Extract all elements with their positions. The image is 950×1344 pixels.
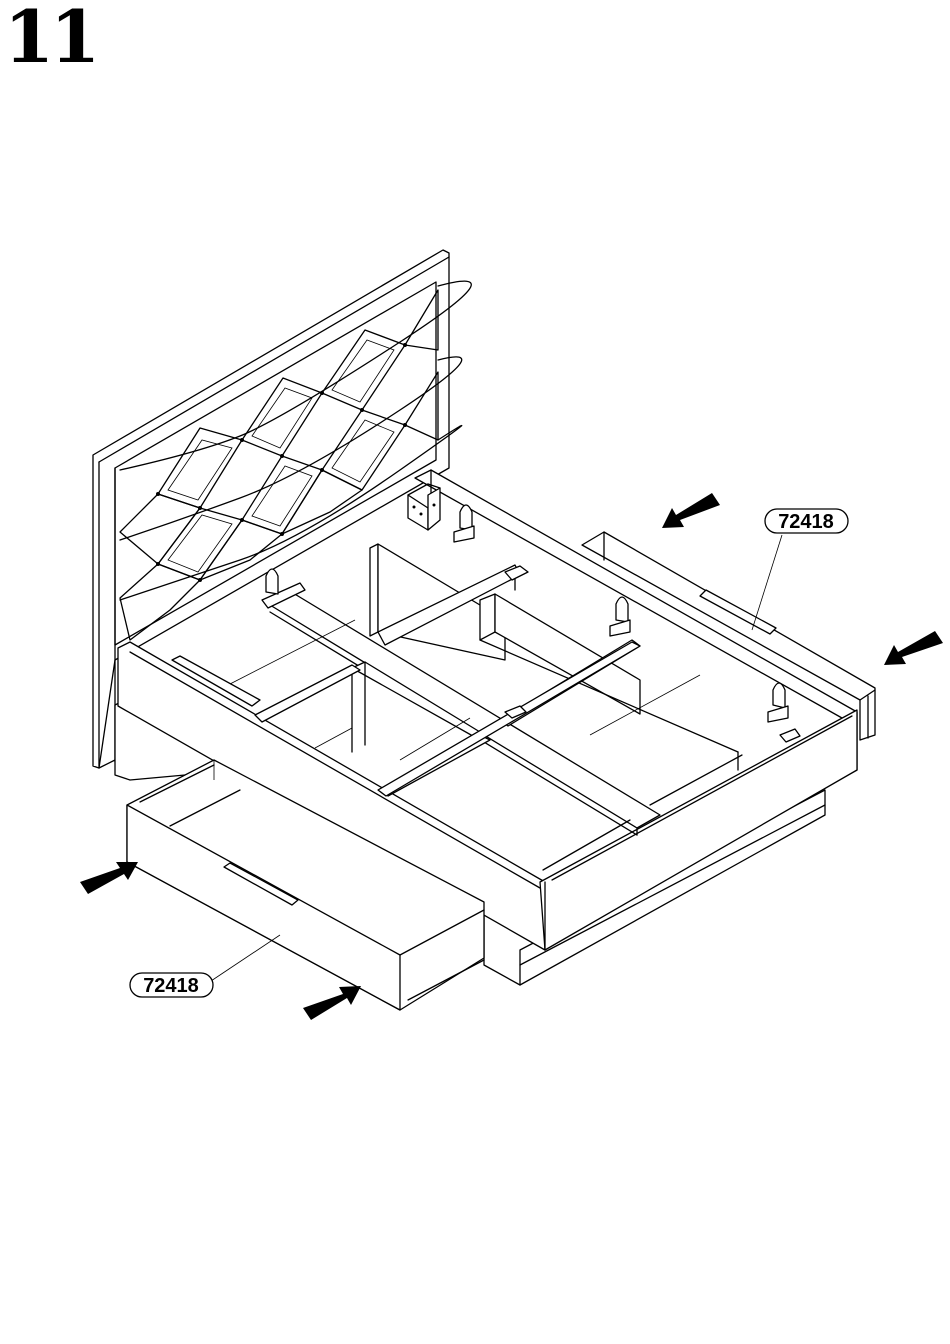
part-code-label: 72418 [778,511,834,533]
corner-bracket [408,484,440,530]
push-arrow-icon [662,493,720,528]
push-arrow-icon [80,862,138,894]
slat-holder [454,505,474,542]
push-arrow-icon [884,631,943,665]
push-arrow-icon [303,986,361,1020]
part-callout-right: 72418 [765,509,848,533]
slat-holder [768,683,788,722]
slat-holder [266,569,278,594]
part-callout-left: 72418 [130,973,213,997]
slat-holder [610,597,630,636]
part-code-label: 72418 [143,975,199,997]
